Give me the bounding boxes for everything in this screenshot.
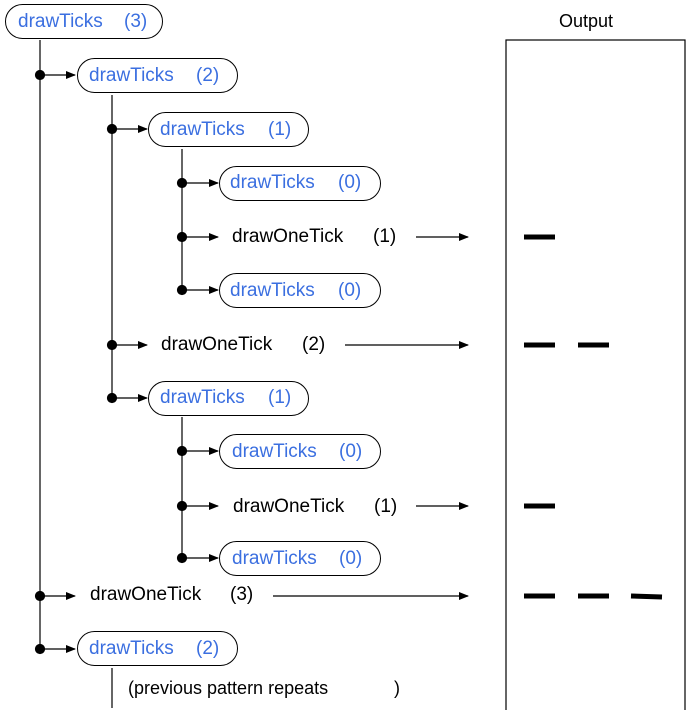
call-name: drawTicks <box>230 280 315 301</box>
call-arg: (1) <box>268 387 292 408</box>
call-arg: (3) <box>124 11 148 32</box>
call-arg: (0) <box>339 548 363 569</box>
call-arg: (2) <box>196 638 220 659</box>
call-arg: (1) <box>268 119 292 140</box>
call-arg: (2) <box>196 65 220 86</box>
tick-mark <box>630 593 663 600</box>
call-name: drawTicks <box>160 387 245 408</box>
call-arg: (0) <box>338 172 362 193</box>
pattern-note-close: ) <box>394 678 400 698</box>
call-arg: (2) <box>302 334 326 355</box>
call-drawticks-2 <box>77 631 238 666</box>
call-name: drawTicks <box>89 638 174 659</box>
output-ticks <box>524 234 663 600</box>
call-drawticks-3 <box>5 4 163 39</box>
call-name: drawTicks <box>160 119 245 140</box>
call-arg: (1) <box>374 496 398 517</box>
call-drawticks-2 <box>77 58 238 93</box>
call-arg: (0) <box>339 441 363 462</box>
call-drawticks-0 <box>219 273 381 308</box>
call-name: drawTicks <box>232 441 317 462</box>
call-drawticks-1 <box>148 112 309 147</box>
call-name: drawTicks <box>89 65 174 86</box>
output-arrows <box>273 233 469 600</box>
branch-arrows <box>34 69 219 655</box>
call-name: drawOneTick <box>161 334 273 355</box>
call-name: drawOneTick <box>233 496 345 517</box>
call-arg: (0) <box>338 280 362 301</box>
output-panel <box>505 39 686 710</box>
output-title: Output <box>559 11 614 31</box>
call-drawticks-0 <box>219 434 381 469</box>
call-arg: (3) <box>230 584 254 605</box>
pattern-note: (previous pattern repeats <box>128 678 329 698</box>
call-name: drawTicks <box>18 11 103 32</box>
call-name: drawTicks <box>232 548 317 569</box>
call-name: drawOneTick <box>232 226 344 247</box>
call-drawticks-0 <box>219 541 381 576</box>
call-arg: (1) <box>373 226 397 247</box>
call-drawticks-0 <box>219 166 381 201</box>
call-name: drawOneTick <box>90 584 202 605</box>
call-name: drawTicks <box>230 172 315 193</box>
call-drawticks-1 <box>148 381 309 416</box>
